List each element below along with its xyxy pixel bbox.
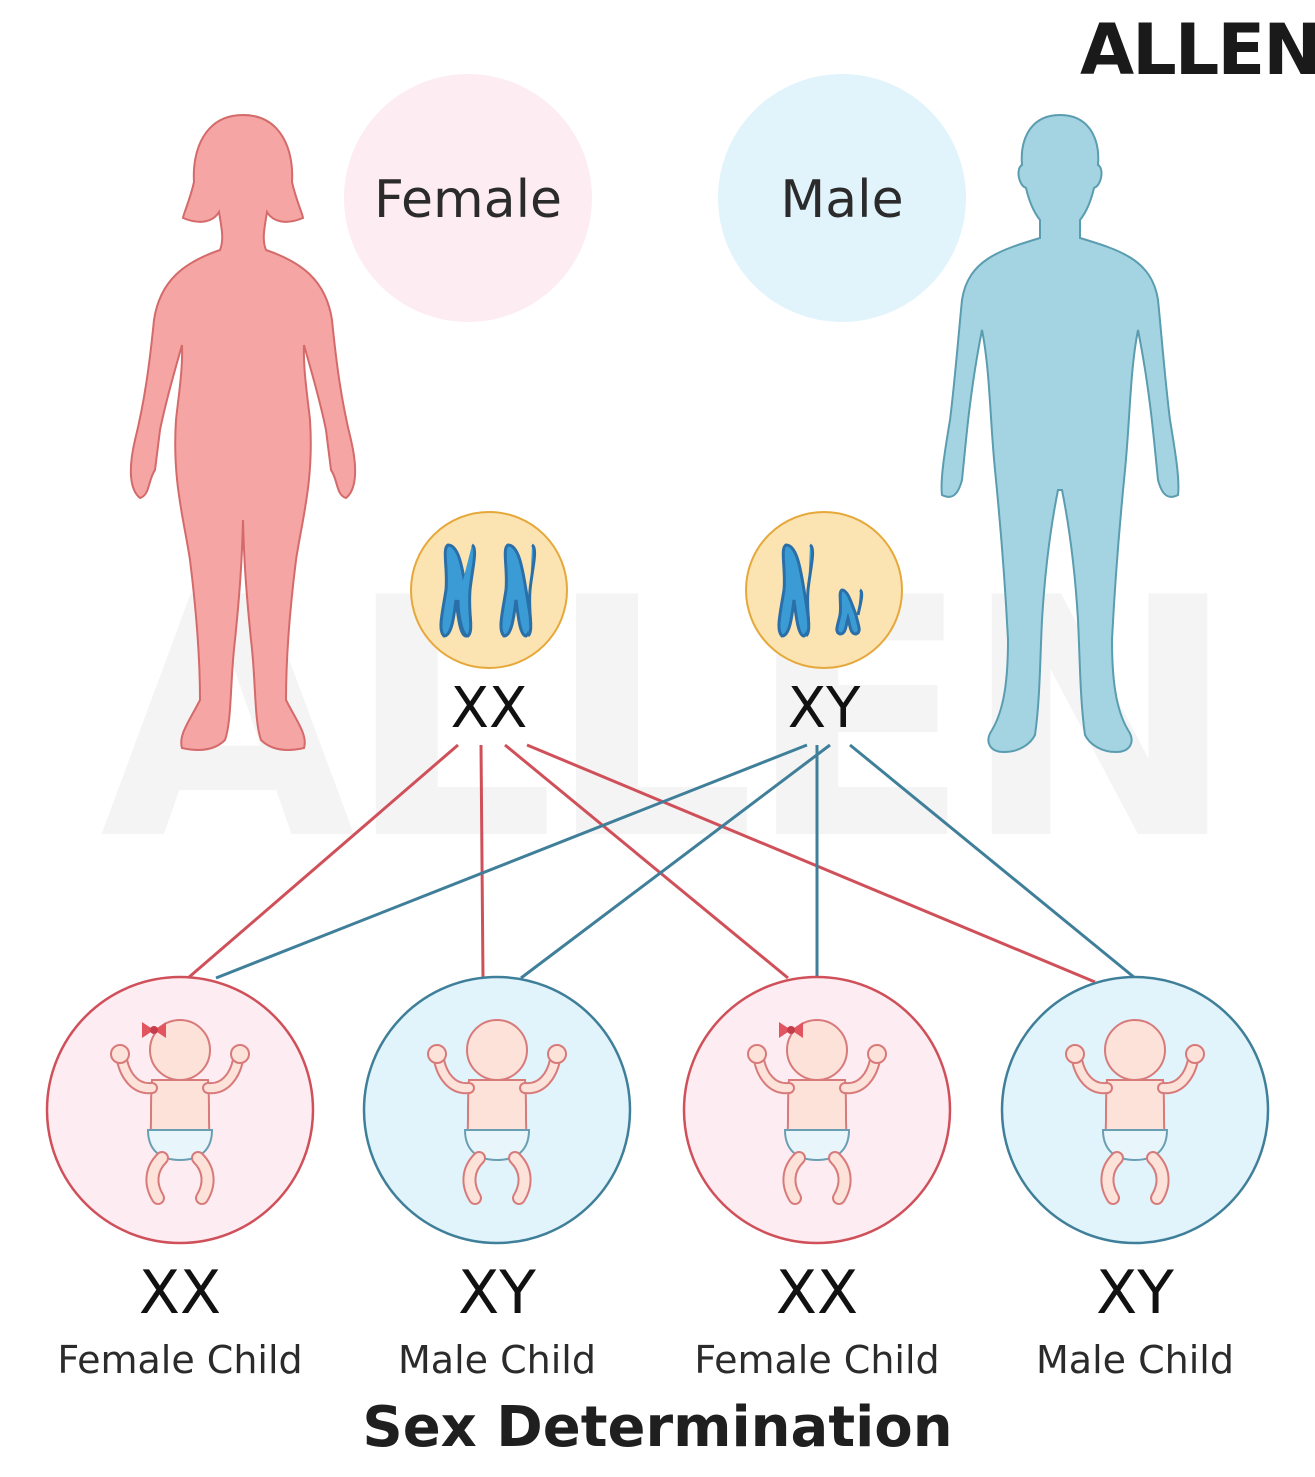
child-3-label: Female Child	[694, 1338, 940, 1382]
diagram-title: Sex Determination	[362, 1395, 953, 1460]
child-2-label: Male Child	[398, 1338, 596, 1382]
x-chromosome-icon	[439, 543, 477, 638]
female-lines	[187, 743, 1096, 984]
y-chromosome-icon	[835, 588, 864, 636]
child-2-genotype: XY	[458, 1258, 536, 1328]
male-label: Male	[780, 170, 904, 230]
child-4-genotype: XY	[1096, 1258, 1174, 1328]
female-chromosome-cell	[410, 511, 568, 669]
child-1-genotype: XX	[138, 1258, 222, 1328]
x-chromosome-icon	[499, 543, 537, 638]
x-chromosome-icon	[777, 543, 815, 638]
female-genotype: XX	[450, 676, 528, 741]
female-label-bubble	[344, 74, 592, 322]
female-figure	[129, 113, 357, 751]
male-genotype: XY	[787, 676, 861, 741]
male-chromosome-cell	[745, 511, 903, 669]
child-4-label: Male Child	[1036, 1338, 1234, 1382]
male-label-bubble	[718, 74, 966, 322]
child-3-genotype: XX	[775, 1258, 859, 1328]
male-lines	[215, 743, 1136, 980]
female-label: Female	[373, 170, 563, 230]
child-1-label: Female Child	[57, 1338, 303, 1382]
brand-logo: ALLEN	[1080, 9, 1315, 91]
male-figure	[940, 113, 1180, 754]
